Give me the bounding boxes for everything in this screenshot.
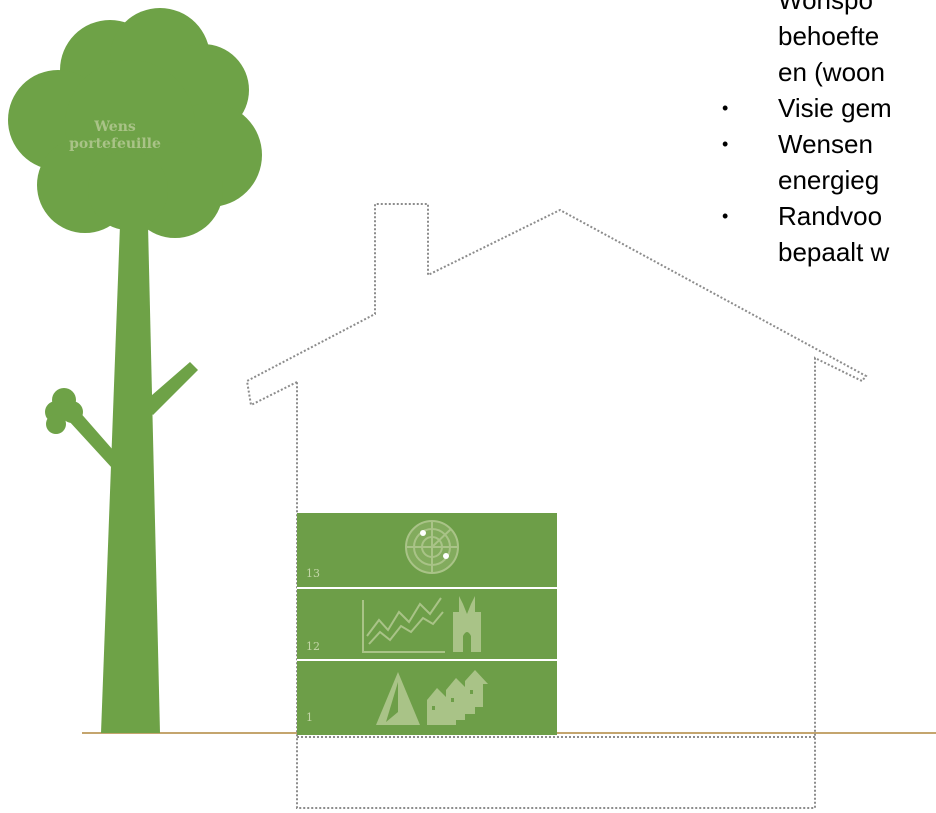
bullet-text: Wonspo xyxy=(778,0,873,15)
level-number-12: 12 xyxy=(306,640,320,653)
building-blocks xyxy=(297,513,557,735)
tree xyxy=(8,8,262,733)
bullet-item: Wonspo behoefte en (woon xyxy=(700,0,936,90)
pyramid-and-houses-icon xyxy=(376,670,488,725)
level-block-12 xyxy=(297,589,557,659)
growth-chart-and-church-icon xyxy=(362,596,481,653)
level-block-13 xyxy=(297,513,557,587)
tree-label: Wens portefeuille xyxy=(60,119,170,153)
bullet-text: Visie gem xyxy=(778,93,892,123)
bullet-text: Randvoo xyxy=(778,201,883,231)
bullet-list: Wonspo behoefte en (woon • Visie gem • W… xyxy=(700,0,936,382)
bullet-item: • Visie gem xyxy=(700,90,936,126)
bullet-text: en (woon xyxy=(778,57,885,87)
tree-label-line1: Wens xyxy=(94,119,136,135)
bullet-text: bepaalt w xyxy=(778,237,890,267)
bullet-item: • Randvoo bepaalt w xyxy=(700,198,936,270)
bullet-marker: • xyxy=(722,98,729,118)
bullet-text: behoefte xyxy=(778,21,880,51)
radar-icon xyxy=(405,520,459,574)
level-number-1: 1 xyxy=(306,711,313,724)
bullet-text: Wensen xyxy=(778,129,873,159)
bullet-marker: • xyxy=(722,206,729,226)
bullet-marker: • xyxy=(722,134,729,154)
bullet-item: • Wensen energieg xyxy=(700,126,936,198)
tree-label-line2: portefeuille xyxy=(69,136,161,152)
level-number-13: 13 xyxy=(306,567,320,580)
bullet-text: energieg xyxy=(778,165,880,195)
